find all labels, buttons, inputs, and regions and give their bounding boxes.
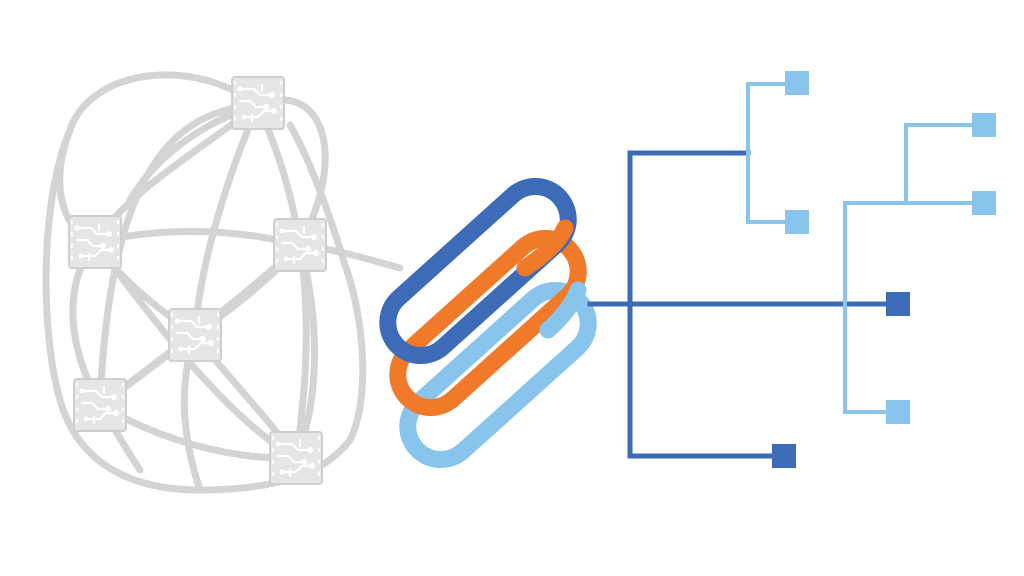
leaf-node	[772, 444, 796, 468]
hierarchy-tree-icon	[587, 71, 996, 468]
tree-main-branch	[587, 150, 903, 459]
leaf-node	[886, 292, 910, 316]
chain-link-icon	[379, 177, 597, 469]
leaf-node	[972, 113, 996, 137]
circuit-chip-icon	[268, 430, 324, 486]
leaf-node	[785, 210, 809, 234]
leaf-node	[886, 400, 910, 424]
circuit-chip-icon	[67, 214, 123, 270]
circuit-chip-icon	[230, 75, 286, 131]
circuit-chip-icon	[72, 377, 128, 433]
leaf-node	[785, 71, 809, 95]
tree-leaves	[772, 71, 996, 468]
chain-link-orange	[389, 229, 587, 417]
circuit-chip-icon	[272, 217, 328, 273]
leaf-node	[972, 191, 996, 215]
network-nodes	[67, 75, 328, 486]
circuit-chip-icon	[167, 307, 223, 363]
tree-right-branch	[843, 123, 987, 414]
tree-upper-branch	[746, 82, 797, 224]
chain-link-dark-blue	[379, 177, 577, 365]
